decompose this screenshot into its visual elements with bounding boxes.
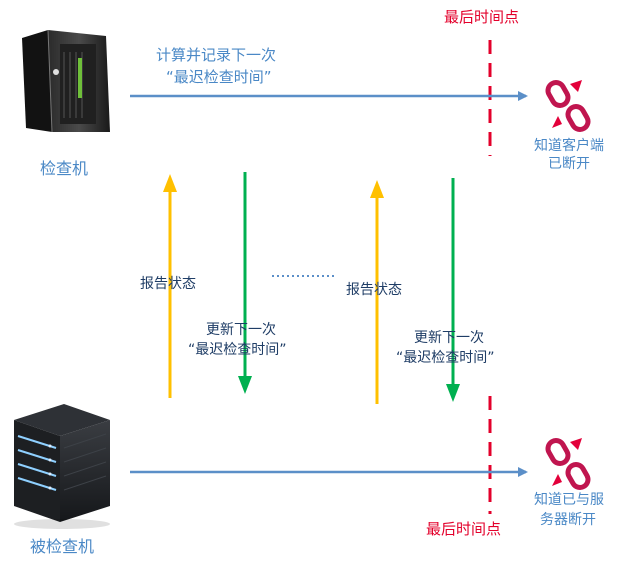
server-disconnected-line1: 知道已与服 [534, 491, 604, 508]
update-label-1-line2: “最迟检查时间” [188, 342, 287, 358]
checked-label: 被检查机 [30, 537, 94, 556]
server-tower-icon [22, 29, 110, 133]
update-arrow-1 [238, 172, 252, 394]
report-arrow-1 [163, 174, 177, 398]
checker-label: 检查机 [40, 159, 88, 178]
update-arrow-2 [446, 178, 460, 402]
report-label-1: 报告状态 [140, 276, 196, 292]
compute-label-line1: 计算并记录下一次 [156, 46, 276, 64]
server-disconnected-line2: 务器断开 [540, 512, 596, 528]
update-label-2-line1: 更新下一次 [414, 330, 484, 346]
compute-label-line2: “最迟检查时间” [166, 68, 272, 86]
broken-link-icon [545, 80, 591, 132]
update-label-2-line2: “最迟检查时间” [396, 350, 495, 366]
report-label-2: 报告状态 [346, 282, 402, 298]
update-label-1-line1: 更新下一次 [206, 322, 276, 338]
report-arrow-2 [370, 180, 384, 404]
broken-link-icon [545, 438, 591, 490]
client-disconnected-line2: 已断开 [548, 156, 590, 172]
server-rack-icon [14, 404, 110, 529]
client-disconnected-line1: 知道客户端 [534, 137, 604, 154]
deadline-label-top: 最后时间点 [444, 8, 519, 26]
deadline-label-bottom: 最后时间点 [426, 520, 501, 538]
